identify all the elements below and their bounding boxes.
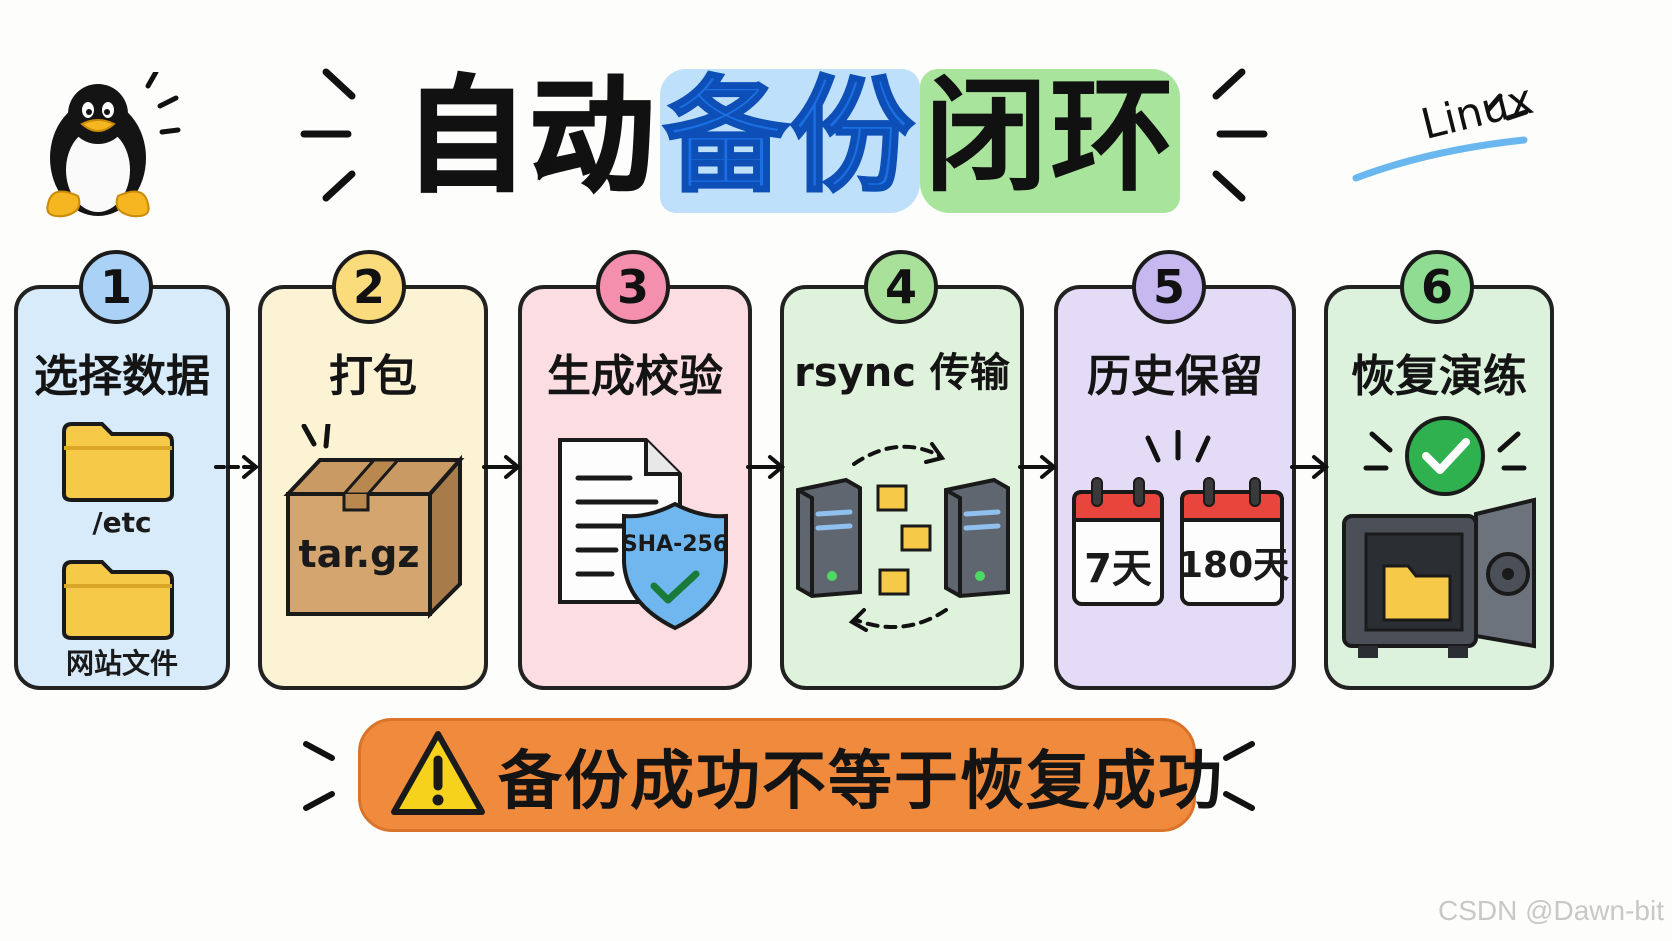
title-part-1: 自动 [402,65,657,209]
step-number-5: 5 [1132,250,1206,324]
banner-text: 备份成功不等于恢复成功 [498,745,1224,819]
warning-icon [391,731,485,815]
step-number-4: 4 [864,250,938,324]
title-accent-right [1212,68,1268,202]
arrow-icon [1290,455,1330,479]
folder-label-etc: /etc [92,506,152,539]
folder-label-website: 网站文件 [65,647,178,680]
banner-accent-left [303,741,335,811]
box-label: tar.gz [298,532,420,576]
calendar-label-7: 7天 [1084,546,1152,592]
shield-icon [622,501,728,631]
step-label-1: 选择数据 [34,351,210,402]
warning-banner [358,718,1196,832]
arrow-icon [482,455,522,479]
safe-icon [1342,497,1536,658]
server-icon [944,477,1010,599]
server-icon [796,477,862,599]
arrow-icon [1018,455,1058,479]
step-number-3: 3 [596,250,670,324]
title-accent-left [300,68,356,202]
step-number-1: 1 [79,250,153,324]
step-label-3: 生成校验 [547,351,723,402]
box-icon [283,424,465,619]
step-label-6: 恢复演练 [1351,351,1527,402]
checkmark-icon [1363,416,1527,496]
title-part-3: 闭环 [920,69,1181,213]
folder-icon [62,560,174,640]
watermark: CSDN @Dawn-bit [1437,895,1664,926]
linux-underline [1352,93,1529,182]
step-number-6: 6 [1400,250,1474,324]
folder-icon [62,422,174,502]
arrow-icon [746,455,786,479]
transfer-arrows-icon [848,442,948,632]
banner-accent-right [1223,741,1255,811]
shield-label: SHA-256 [621,532,729,557]
page-title: 自动 备份 闭环 [400,65,1181,216]
penguin-icon [46,72,181,218]
step-number-2: 2 [332,250,406,324]
title-part-2: 备份 [660,69,921,213]
step-label-4: rsync 传输 [794,350,1010,396]
step-label-5: 历史保留 [1087,351,1263,402]
sparkle-icon [1145,430,1211,463]
step-label-2: 打包 [329,351,417,402]
calendar-icon [1180,477,1284,606]
arrow-icon [214,455,260,479]
calendar-label-180: 180天 [1178,545,1290,586]
calendar-icon [1072,477,1164,606]
